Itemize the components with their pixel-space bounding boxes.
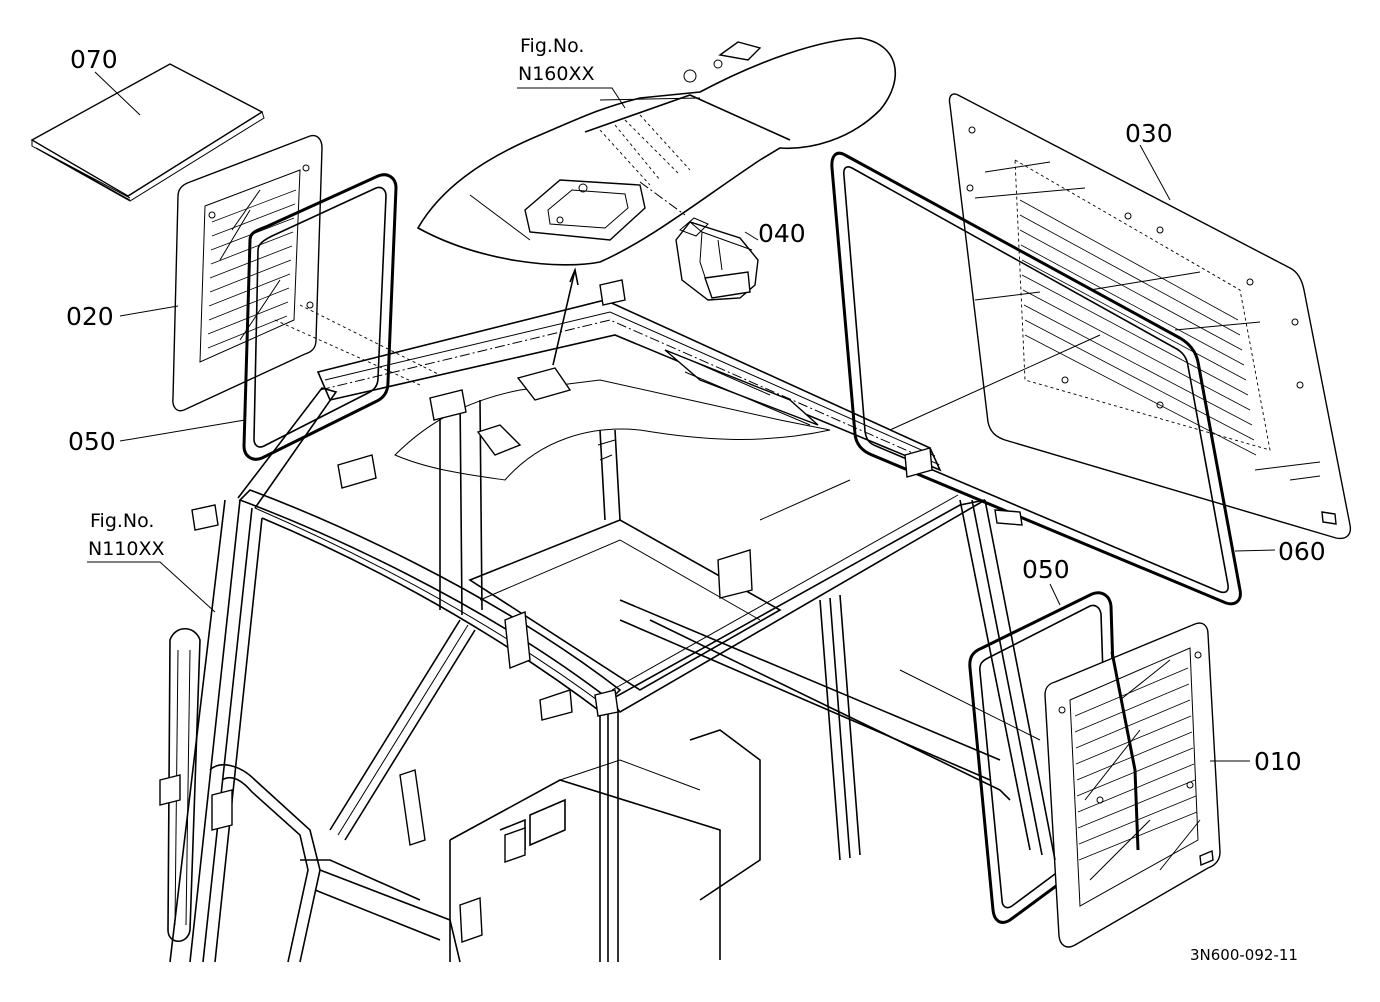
- manual-part-070: [30, 63, 265, 202]
- left-seal-050: [242, 173, 398, 461]
- part-label-070: 070: [70, 45, 118, 74]
- leader-lines: [87, 71, 1276, 762]
- drawing-code: 3N600-092-11: [1190, 946, 1298, 964]
- rear-seal-060: [830, 151, 1242, 606]
- part-label-060: 060: [1278, 537, 1326, 566]
- part-label-050-right: 050: [1022, 555, 1070, 584]
- part-label-010: 010: [1254, 747, 1302, 776]
- part-label-040: 040: [758, 219, 806, 248]
- cab-frame: [159, 267, 1101, 963]
- fig-ref-roof-line1: Fig.No.: [520, 35, 584, 57]
- part-label-050-left: 050: [68, 427, 116, 456]
- part-label-030: 030: [1125, 119, 1173, 148]
- fig-ref-frame-line1: Fig.No.: [90, 510, 154, 532]
- rear-glass-030: [948, 93, 1352, 540]
- switch-part-040: [675, 217, 759, 301]
- right-glass-010: [1044, 622, 1221, 948]
- fig-ref-frame-line2: N110XX: [88, 538, 165, 560]
- fig-ref-roof-line2: N160XX: [518, 63, 595, 85]
- part-label-020: 020: [66, 302, 114, 331]
- roof-panel: [416, 37, 896, 266]
